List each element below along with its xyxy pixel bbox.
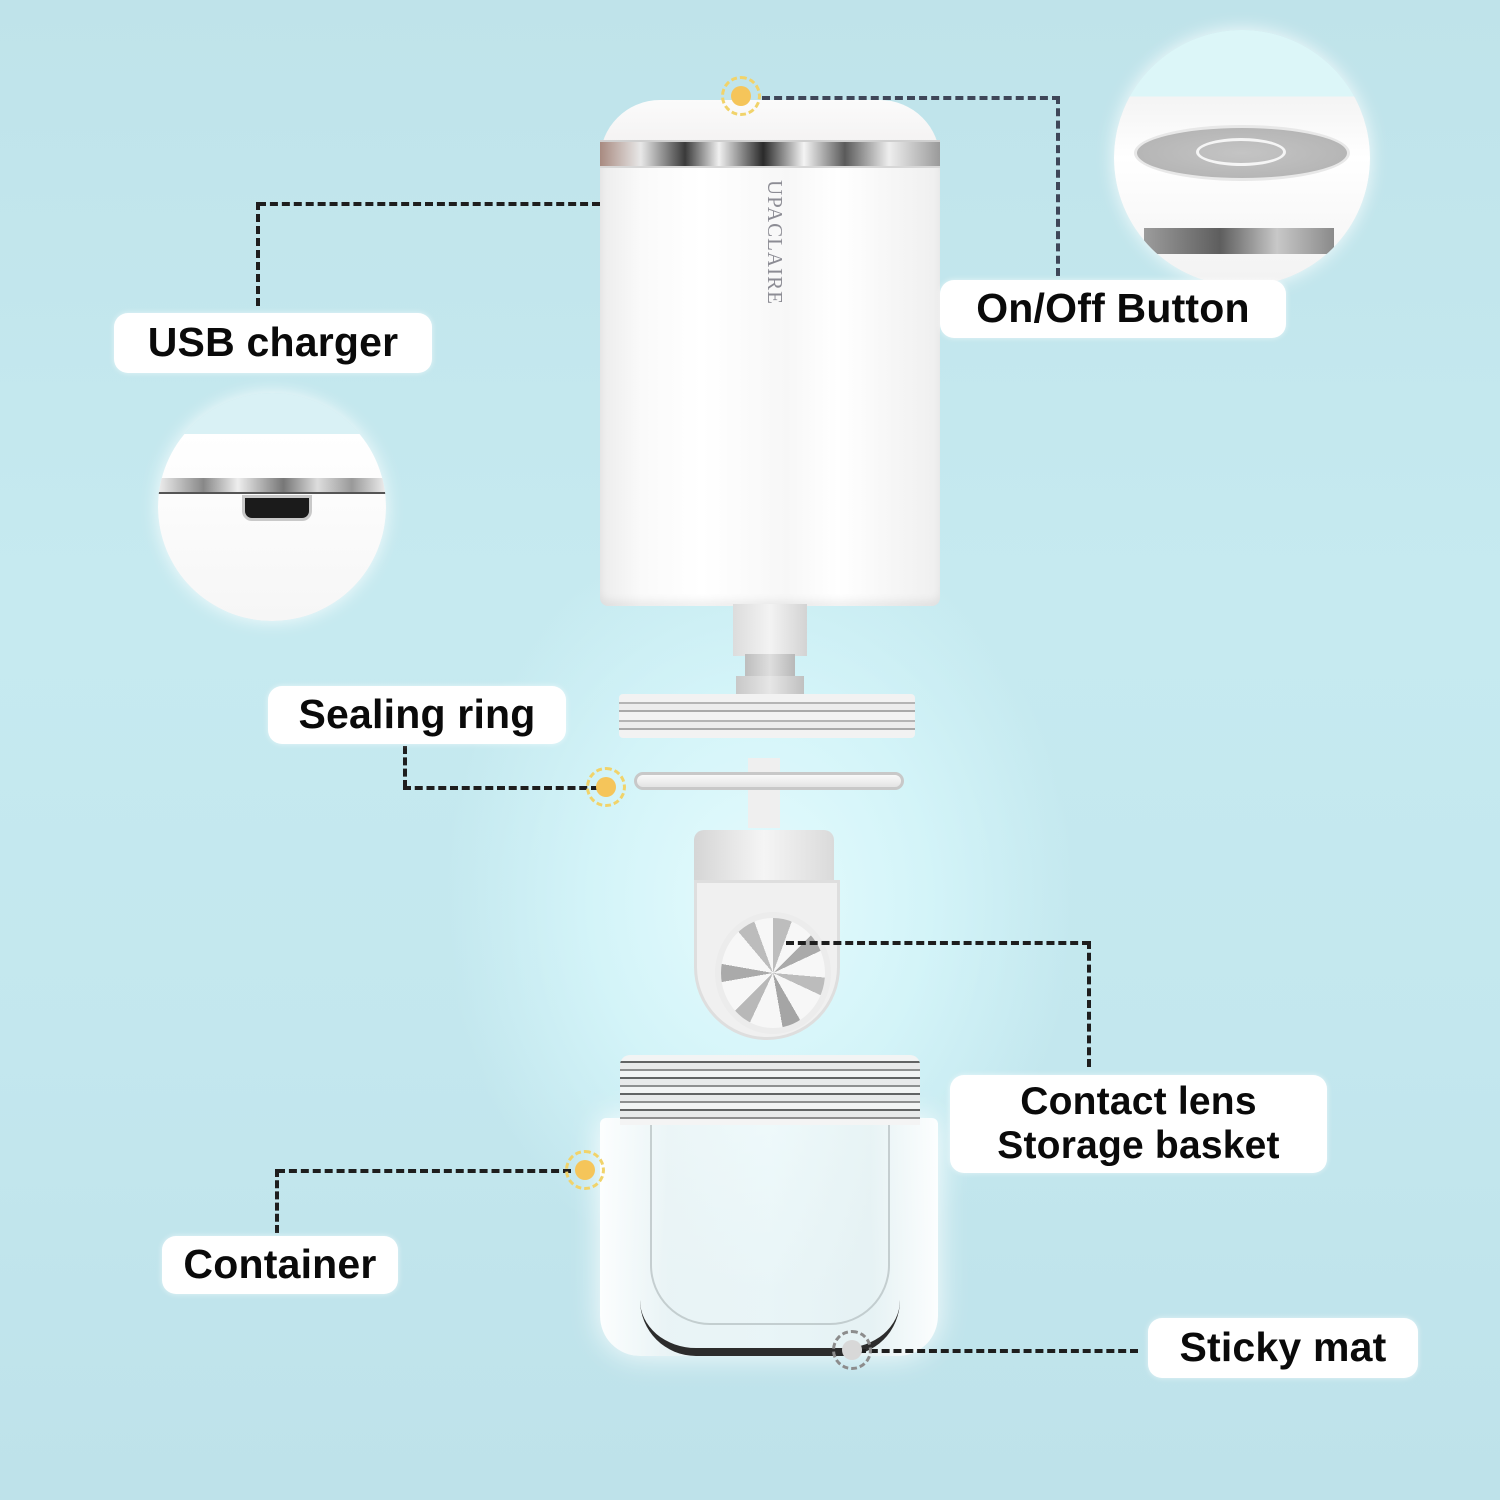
connector-basket-h — [786, 941, 1090, 945]
label-on-off-button: On/Off Button — [940, 280, 1286, 338]
connector-on-off-v — [1056, 96, 1060, 276]
device-body — [600, 168, 940, 606]
container-inner-wall — [650, 1125, 890, 1325]
device-chrome-band — [600, 140, 940, 168]
sealing-ring-part — [634, 772, 904, 790]
chrome-strip — [1144, 228, 1334, 254]
label-line-1: Contact lens — [1020, 1080, 1257, 1124]
basket-stem — [748, 758, 780, 828]
on-off-button-closeup — [1114, 30, 1370, 286]
device-stem-neck — [745, 654, 795, 678]
callout-marker-icon — [721, 76, 761, 116]
connector-seal-v — [403, 746, 407, 788]
connector-usb-v — [256, 202, 260, 306]
device-stem-collar — [736, 676, 804, 696]
connector-usb-h — [258, 202, 600, 206]
connector-seal-h — [403, 786, 599, 790]
lens-basket-wheel — [715, 912, 831, 1034]
label-container: Container — [162, 1236, 398, 1294]
device-stem — [733, 604, 807, 656]
connector-container-h — [277, 1169, 571, 1173]
label-sticky-mat: Sticky mat — [1148, 1318, 1418, 1378]
connector-container-v — [275, 1169, 279, 1233]
brand-text: UPACLAIRE — [763, 180, 787, 305]
label-contact-lens-storage-basket: Contact lens Storage basket — [950, 1075, 1327, 1173]
chrome-strip — [158, 478, 386, 494]
connector-sticky-mat-h — [858, 1349, 1138, 1353]
power-ring-icon — [1196, 138, 1286, 166]
threaded-lid — [619, 694, 915, 738]
container-base — [640, 1300, 900, 1356]
container-threads — [620, 1055, 920, 1125]
label-line-2: Storage basket — [997, 1124, 1280, 1167]
callout-marker-icon — [565, 1150, 605, 1190]
micro-usb-port-icon — [242, 495, 312, 521]
connector-basket-v — [1087, 941, 1091, 1067]
callout-marker-icon — [832, 1330, 872, 1370]
callout-marker-icon — [586, 767, 626, 807]
connector-on-off-h — [762, 96, 1060, 100]
label-usb-charger: USB charger — [114, 313, 432, 373]
label-sealing-ring: Sealing ring — [268, 686, 566, 744]
usb-port-closeup — [158, 393, 386, 621]
